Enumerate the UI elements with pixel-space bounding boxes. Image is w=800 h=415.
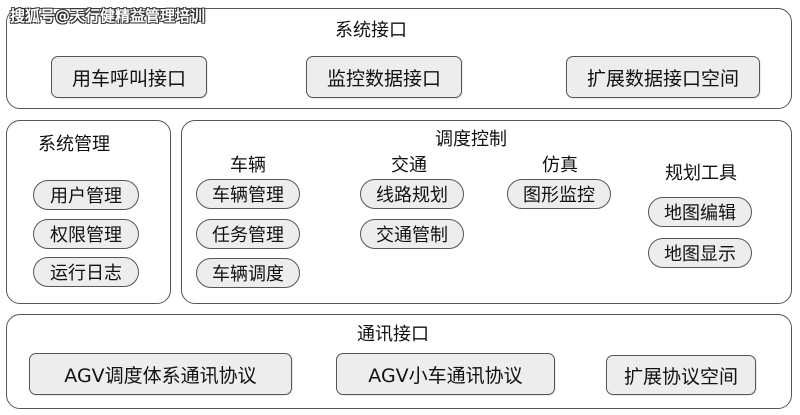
watermark: 搜狐号@天行健精益管理培训 (10, 7, 206, 25)
map-display-item[interactable]: 地图显示 (648, 238, 752, 268)
operation-log-item[interactable]: 运行日志 (33, 257, 139, 287)
communication-interface-title: 通讯接口 (357, 324, 429, 345)
extended-protocol-space-button[interactable]: 扩展协议空间 (606, 355, 756, 395)
communication-interface-panel: 通讯接口 AGV调度体系通讯协议 AGV小车通讯协议 扩展协议空间 (6, 314, 792, 409)
system-management-panel: 系统管理 用户管理 权限管理 运行日志 (6, 120, 171, 304)
vehicle-call-interface-button[interactable]: 用车呼叫接口 (51, 56, 207, 98)
task-management-item[interactable]: 任务管理 (196, 219, 300, 249)
extended-data-interface-space-button[interactable]: 扩展数据接口空间 (566, 56, 760, 98)
map-edit-item[interactable]: 地图编辑 (648, 197, 752, 227)
vehicle-group-title: 车辆 (230, 155, 266, 176)
dispatch-control-panel: 调度控制 车辆 车辆管理 任务管理 车辆调度 交通 线路规划 交通管制 仿真 图… (181, 120, 792, 304)
route-planning-item[interactable]: 线路规划 (360, 179, 464, 209)
graphic-monitoring-item[interactable]: 图形监控 (507, 179, 611, 209)
system-interface-title: 系统接口 (335, 20, 407, 41)
agv-dispatch-protocol-button[interactable]: AGV调度体系通讯协议 (29, 353, 292, 395)
vehicle-dispatch-item[interactable]: 车辆调度 (196, 258, 300, 288)
traffic-group-title: 交通 (391, 155, 427, 176)
traffic-control-item[interactable]: 交通管制 (360, 219, 464, 249)
system-management-title: 系统管理 (38, 134, 110, 155)
system-interface-panel: 系统接口 用车呼叫接口 监控数据接口 扩展数据接口空间 (6, 8, 792, 109)
planning-tools-group-title: 规划工具 (665, 163, 737, 184)
simulation-group-title: 仿真 (542, 155, 578, 176)
vehicle-management-item[interactable]: 车辆管理 (196, 179, 300, 209)
user-management-item[interactable]: 用户管理 (33, 180, 139, 210)
agv-vehicle-protocol-button[interactable]: AGV小车通讯协议 (336, 353, 555, 395)
permission-management-item[interactable]: 权限管理 (33, 219, 139, 249)
monitoring-data-interface-button[interactable]: 监控数据接口 (306, 56, 462, 98)
dispatch-control-title: 调度控制 (435, 129, 507, 150)
